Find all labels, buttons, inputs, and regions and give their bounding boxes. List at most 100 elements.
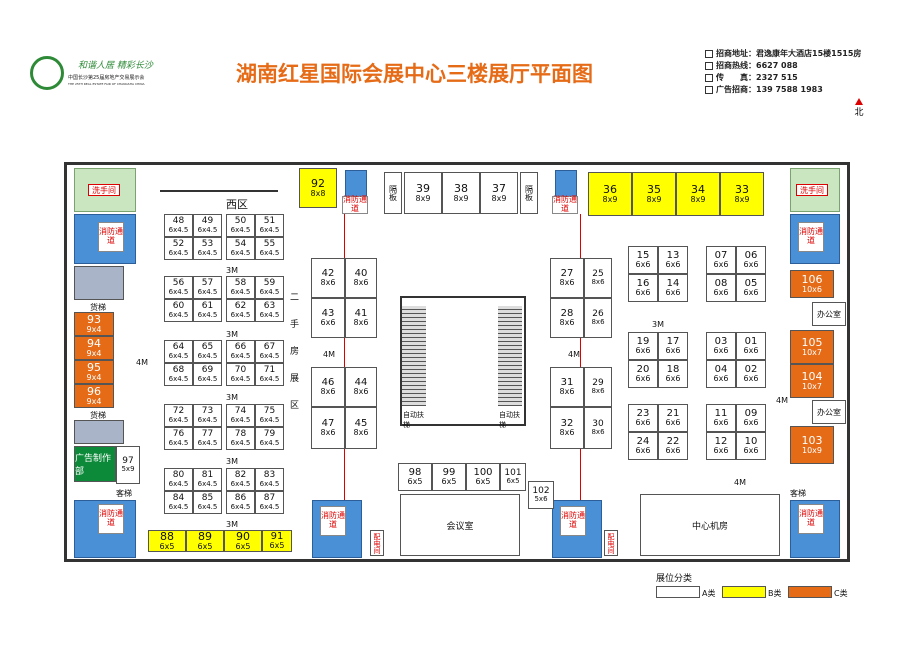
booth-11[interactable]: 116x6 — [706, 404, 736, 432]
booth-51[interactable]: 516x4.5 — [255, 214, 284, 237]
booth-05[interactable]: 056x6 — [736, 274, 766, 302]
booth-06[interactable]: 066x6 — [736, 246, 766, 274]
booth-47[interactable]: 478x6 — [311, 407, 345, 449]
booth-09[interactable]: 096x6 — [736, 404, 766, 432]
booth-01[interactable]: 016x6 — [736, 332, 766, 360]
booth-07[interactable]: 076x6 — [706, 246, 736, 274]
booth-96[interactable]: 969x4 — [74, 384, 114, 408]
booth-33[interactable]: 338x9 — [720, 172, 764, 216]
booth-29[interactable]: 298x6 — [584, 367, 612, 407]
booth-64[interactable]: 646x4.5 — [164, 340, 193, 363]
booth-79[interactable]: 796x4.5 — [255, 427, 284, 450]
booth-23[interactable]: 236x6 — [628, 404, 658, 432]
booth-60[interactable]: 606x4.5 — [164, 299, 193, 322]
booth-74[interactable]: 746x4.5 — [226, 404, 255, 427]
booth-69[interactable]: 696x4.5 — [193, 363, 222, 386]
booth-89[interactable]: 896x5 — [186, 530, 224, 552]
booth-12[interactable]: 126x6 — [706, 432, 736, 460]
booth-49[interactable]: 496x4.5 — [193, 214, 222, 237]
booth-72[interactable]: 726x4.5 — [164, 404, 193, 427]
booth-28[interactable]: 288x6 — [550, 298, 584, 338]
booth-95[interactable]: 959x4 — [74, 360, 114, 384]
booth-25[interactable]: 258x6 — [584, 258, 612, 298]
booth-04[interactable]: 046x6 — [706, 360, 736, 388]
booth-100[interactable]: 1006x5 — [466, 463, 500, 491]
booth-55[interactable]: 556x4.5 — [255, 237, 284, 260]
booth-22[interactable]: 226x6 — [658, 432, 688, 460]
booth-66[interactable]: 666x4.5 — [226, 340, 255, 363]
booth-68[interactable]: 686x4.5 — [164, 363, 193, 386]
booth-85[interactable]: 856x4.5 — [193, 491, 222, 514]
booth-16[interactable]: 166x6 — [628, 274, 658, 302]
booth-103[interactable]: 10310x9 — [790, 426, 834, 464]
booth-105[interactable]: 10510x7 — [790, 330, 834, 364]
booth-02[interactable]: 026x6 — [736, 360, 766, 388]
booth-35[interactable]: 358x9 — [632, 172, 676, 216]
booth-27[interactable]: 278x6 — [550, 258, 584, 298]
booth-98[interactable]: 986x5 — [398, 463, 432, 491]
booth-104[interactable]: 10410x7 — [790, 364, 834, 398]
booth-08[interactable]: 086x6 — [706, 274, 736, 302]
booth-73[interactable]: 736x4.5 — [193, 404, 222, 427]
booth-62[interactable]: 626x4.5 — [226, 299, 255, 322]
booth-93[interactable]: 939x4 — [74, 312, 114, 336]
booth-39[interactable]: 398x9 — [404, 172, 442, 214]
booth-14[interactable]: 146x6 — [658, 274, 688, 302]
booth-82[interactable]: 826x4.5 — [226, 468, 255, 491]
booth-99[interactable]: 996x5 — [432, 463, 466, 491]
booth-94[interactable]: 949x4 — [74, 336, 114, 360]
booth-17[interactable]: 176x6 — [658, 332, 688, 360]
booth-58[interactable]: 586x4.5 — [226, 276, 255, 299]
booth-57[interactable]: 576x4.5 — [193, 276, 222, 299]
booth-03[interactable]: 036x6 — [706, 332, 736, 360]
booth-97[interactable]: 975x9 — [116, 446, 140, 484]
booth-77[interactable]: 776x4.5 — [193, 427, 222, 450]
booth-38[interactable]: 388x9 — [442, 172, 480, 214]
booth-71[interactable]: 716x4.5 — [255, 363, 284, 386]
booth-43[interactable]: 436x6 — [311, 298, 345, 338]
booth-42[interactable]: 428x6 — [311, 258, 345, 298]
booth-19[interactable]: 196x6 — [628, 332, 658, 360]
booth-86[interactable]: 866x4.5 — [226, 491, 255, 514]
booth-41[interactable]: 418x6 — [345, 298, 377, 338]
booth-106[interactable]: 10610x6 — [790, 270, 834, 298]
booth-84[interactable]: 846x4.5 — [164, 491, 193, 514]
booth-102[interactable]: 1025x6 — [528, 481, 554, 509]
booth-15[interactable]: 156x6 — [628, 246, 658, 274]
booth-31[interactable]: 318x6 — [550, 367, 584, 407]
booth-50[interactable]: 506x4.5 — [226, 214, 255, 237]
booth-36[interactable]: 368x9 — [588, 172, 632, 216]
booth-46[interactable]: 468x6 — [311, 367, 345, 407]
booth-26[interactable]: 268x6 — [584, 298, 612, 338]
booth-13[interactable]: 136x6 — [658, 246, 688, 274]
booth-44[interactable]: 448x6 — [345, 367, 377, 407]
booth-70[interactable]: 706x4.5 — [226, 363, 255, 386]
booth-81[interactable]: 816x4.5 — [193, 468, 222, 491]
booth-52[interactable]: 526x4.5 — [164, 237, 193, 260]
booth-65[interactable]: 656x4.5 — [193, 340, 222, 363]
booth-20[interactable]: 206x6 — [628, 360, 658, 388]
booth-92[interactable]: 928x8 — [299, 168, 337, 208]
booth-63[interactable]: 636x4.5 — [255, 299, 284, 322]
booth-83[interactable]: 836x4.5 — [255, 468, 284, 491]
booth-59[interactable]: 596x4.5 — [255, 276, 284, 299]
booth-53[interactable]: 536x4.5 — [193, 237, 222, 260]
booth-48[interactable]: 486x4.5 — [164, 214, 193, 237]
booth-88[interactable]: 886x5 — [148, 530, 186, 552]
booth-54[interactable]: 546x4.5 — [226, 237, 255, 260]
booth-45[interactable]: 458x6 — [345, 407, 377, 449]
booth-34[interactable]: 348x9 — [676, 172, 720, 216]
booth-37[interactable]: 378x9 — [480, 172, 518, 214]
booth-76[interactable]: 766x4.5 — [164, 427, 193, 450]
booth-78[interactable]: 786x4.5 — [226, 427, 255, 450]
booth-10[interactable]: 106x6 — [736, 432, 766, 460]
booth-80[interactable]: 806x4.5 — [164, 468, 193, 491]
booth-30[interactable]: 308x6 — [584, 407, 612, 449]
booth-18[interactable]: 186x6 — [658, 360, 688, 388]
booth-90[interactable]: 906x5 — [224, 530, 262, 552]
booth-67[interactable]: 676x4.5 — [255, 340, 284, 363]
booth-56[interactable]: 566x4.5 — [164, 276, 193, 299]
booth-91[interactable]: 916x5 — [262, 530, 292, 552]
booth-32[interactable]: 328x6 — [550, 407, 584, 449]
booth-61[interactable]: 616x4.5 — [193, 299, 222, 322]
